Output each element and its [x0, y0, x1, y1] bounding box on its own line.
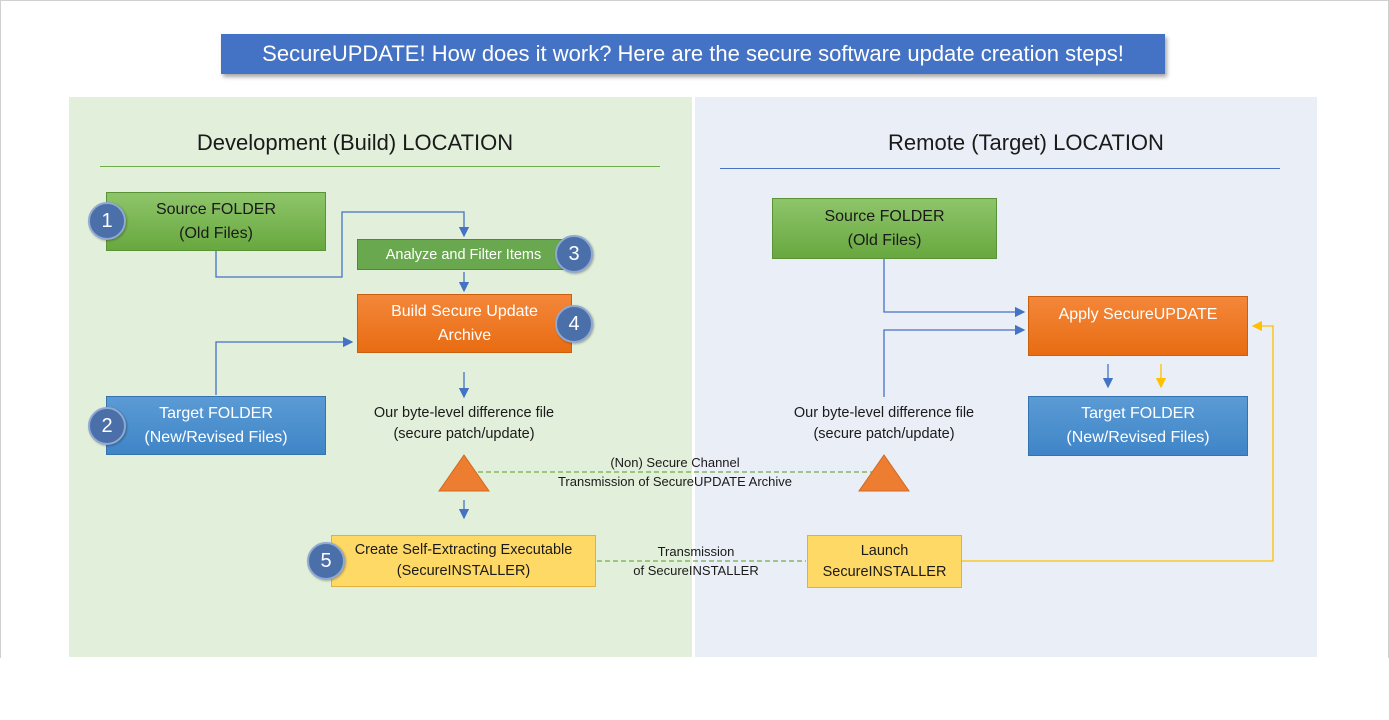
step-1-number: 1 — [101, 209, 113, 232]
channel-line1: (Non) Secure Channel — [610, 455, 740, 470]
create-installer-box: Create Self-Extracting Executable (Secur… — [331, 535, 596, 587]
dev-target-folder-box: Target FOLDER (New/Revised Files) — [106, 396, 326, 455]
arrow-launch-to-apply — [962, 320, 1274, 562]
step-1-badge: 1 — [88, 202, 126, 240]
arrow-target-to-build — [215, 336, 354, 395]
create-line1: Create Self-Extracting Executable — [354, 542, 573, 558]
create-line2: (SecureINSTALLER) — [396, 563, 531, 579]
launch-line1: Launch — [860, 542, 909, 559]
installer-transmission-caption: Transmission of SecureINSTALLER — [620, 542, 772, 580]
dev-target-line1: Target FOLDER — [159, 404, 273, 422]
installer-transmission-line2: of SecureINSTALLER — [633, 563, 759, 578]
remote-target-line2: (New/Revised Files) — [1066, 429, 1210, 446]
remote-location-panel — [695, 97, 1317, 657]
arrow-remote-diff-to-apply — [883, 324, 1026, 397]
launch-line2: SecureINSTALLER — [822, 563, 947, 580]
right-archive-triangle — [858, 454, 910, 492]
analyze-filter-box: Analyze and Filter Items — [357, 239, 570, 270]
launch-installer-box: Launch SecureINSTALLER — [807, 535, 962, 588]
development-heading-underline — [100, 166, 660, 167]
step-4-badge: 4 — [555, 305, 593, 343]
step-3-badge: 3 — [555, 235, 593, 273]
step-2-number: 2 — [101, 414, 113, 437]
apply-label: Apply SecureUPDATE — [1058, 306, 1218, 323]
remote-source-line1: Source FOLDER — [824, 207, 945, 225]
remote-source-line2: (Old Files) — [847, 231, 922, 249]
dev-diff-line2: (secure patch/update) — [393, 426, 535, 442]
remote-source-folder-box: Source FOLDER (Old Files) — [772, 198, 997, 259]
step-5-badge: 5 — [307, 542, 345, 580]
remote-target-line1: Target FOLDER — [1081, 405, 1195, 422]
channel-caption: (Non) Secure Channel Transmission of Sec… — [520, 453, 830, 491]
step-4-number: 4 — [568, 312, 580, 335]
step-2-badge: 2 — [88, 407, 126, 445]
dev-source-line1: Source FOLDER — [155, 200, 277, 218]
title-banner: SecureUPDATE! How does it work? Here are… — [221, 34, 1165, 74]
step-3-number: 3 — [568, 242, 580, 265]
arrow-remote-source-to-apply — [883, 259, 1026, 318]
title-text: SecureUPDATE! How does it work? Here are… — [262, 41, 1124, 66]
dev-diff-line1: Our byte-level difference file — [373, 405, 555, 421]
build-archive-box: Build Secure Update Archive — [357, 294, 572, 353]
build-line2: Archive — [437, 326, 492, 344]
dev-diff-caption: Our byte-level difference file (secure p… — [344, 403, 584, 445]
build-line1: Build Secure Update — [391, 302, 538, 320]
development-heading: Development (Build) LOCATION — [196, 130, 514, 155]
step-5-number: 5 — [320, 549, 332, 572]
dev-target-line2: (New/Revised Files) — [144, 428, 288, 446]
remote-diff-line2: (secure patch/update) — [813, 426, 955, 442]
remote-heading: Remote (Target) LOCATION — [888, 130, 1164, 155]
analyze-filter-label: Analyze and Filter Items — [385, 246, 542, 263]
dev-source-line2: (Old Files) — [179, 224, 253, 242]
dev-source-folder-box: Source FOLDER (Old Files) — [106, 192, 326, 251]
remote-target-folder-box: Target FOLDER (New/Revised Files) — [1028, 396, 1248, 456]
remote-diff-line1: Our byte-level difference file — [793, 405, 975, 421]
installer-transmission-line1: Transmission — [657, 544, 735, 559]
apply-update-box: Apply SecureUPDATE — [1028, 296, 1248, 356]
left-archive-triangle — [438, 454, 490, 492]
channel-line2: Transmission of SecureUPDATE Archive — [557, 474, 793, 489]
remote-diff-caption: Our byte-level difference file (secure p… — [764, 403, 1004, 445]
arrow-source-to-analyze — [215, 211, 470, 278]
remote-heading-underline — [720, 168, 1280, 169]
